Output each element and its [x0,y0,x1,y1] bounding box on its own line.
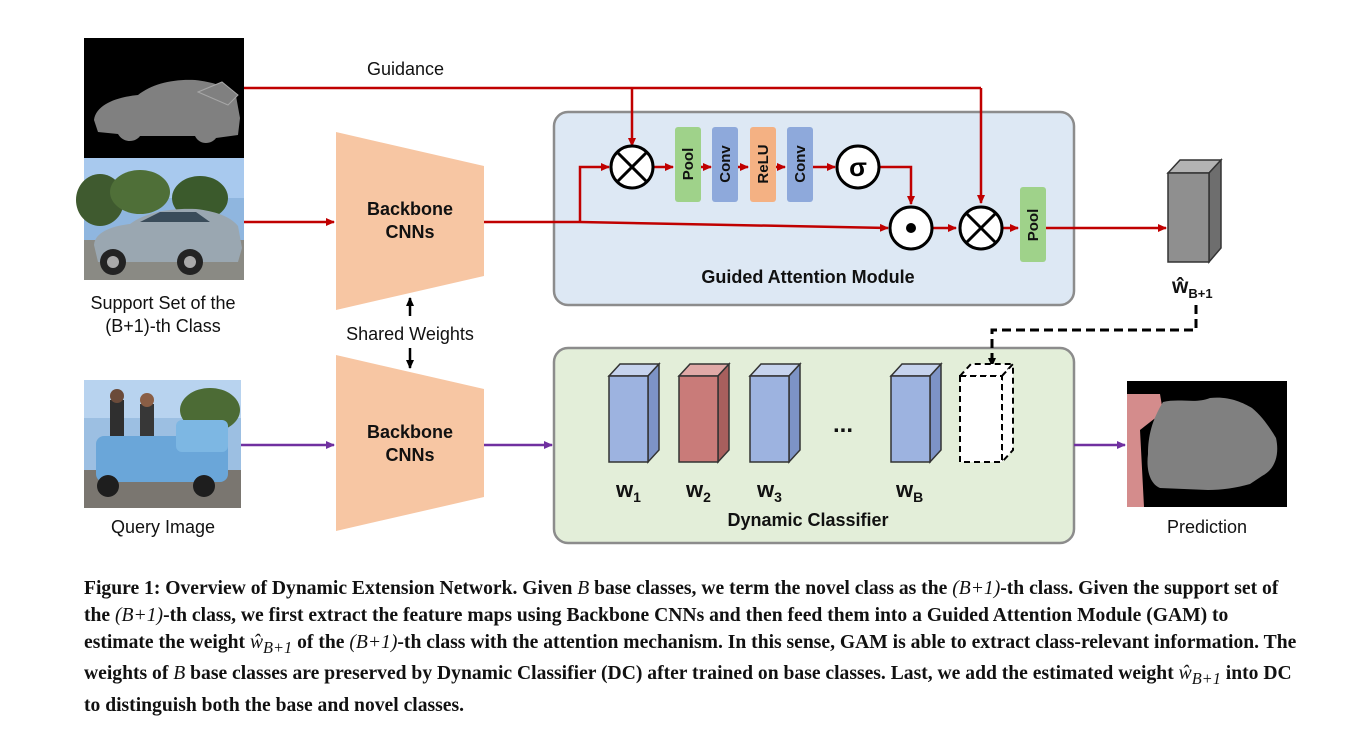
relu-block-label: ReLU [755,144,772,183]
conv-block-1 [712,127,738,202]
caption-text-run: -th class. Given the support set of the [84,578,1279,626]
sigma-operator-icon: σ [835,144,881,190]
pool-block-2-label: Pool [1025,209,1042,242]
dot-product-operator-icon [888,205,934,251]
branch-to-multiply-arrow [578,163,610,222]
conv-block-2 [787,127,813,202]
weight-label-1-sub: 1 [633,489,641,505]
weight-cuboid-3 [748,362,802,464]
caption-text-run: Overview of Dynamic Extension Network. G… [160,578,578,599]
caption-math-run: B [173,663,186,685]
backbone-query-label-line2: CNNs [385,445,434,465]
backbone-query-label-line1: Backbone [367,422,453,442]
new-weight-slot-cuboid [957,361,1016,465]
figure-caption: Figure 1: Overview of Dynamic Extension … [84,576,1299,720]
query-photo [84,380,241,508]
weight-label-b: wB [895,477,923,505]
guidance-label: Guidance [367,59,444,79]
backbone-cnn-support [336,132,484,310]
weight-label-1-base: w [615,477,634,502]
relu-block [750,127,776,202]
estimated-weight-cuboid [1166,158,1223,265]
backbone-cnn-query [336,355,484,531]
caption-subscript: B+1 [1191,669,1221,689]
weight-label-3-base: w [756,477,775,502]
dc-title: Dynamic Classifier [727,510,888,530]
weight-label-3: w3 [756,477,782,505]
backbone-support-label-line1: Backbone [367,199,453,219]
conv-block-1-label: Conv [717,145,734,183]
multiply-operator-2-icon [958,205,1004,251]
caption-math-run: (B+1) [952,578,1001,599]
caption-math-run: (B+1) [115,604,164,626]
caption-text-run: base classes are preserved by Dynamic Cl… [185,663,1179,685]
architecture-diagram: Backbone CNNs Backbone CNNs Guidance Sup… [76,38,1287,545]
backbone-support-label-line2: CNNs [385,222,434,242]
caption-math-run: ŵ [249,631,264,653]
gam-title: Guided Attention Module [701,267,914,287]
sigma-symbol: σ [849,152,867,182]
weight-label-3-sub: 3 [774,489,782,505]
weight-label-2-base: w [685,477,704,502]
multiply-operator-icon [609,144,655,190]
dc-ellipsis: ... [833,411,853,438]
caption-math-run: ŵ [1178,663,1192,685]
caption-text-run: -th class, we first extract the feature … [84,604,1229,653]
pool-block-2 [1020,187,1046,262]
caption-label: Figure 1: [84,578,161,599]
support-photo [76,158,244,280]
weight-insert-dashed-arrow [988,305,1198,367]
conv-block-2-label: Conv [792,145,809,183]
feature-to-dot-arrow [579,220,889,232]
prediction-label: Prediction [1167,517,1247,537]
weight-cuboid-b [889,362,943,464]
weight-label-2: w2 [685,477,711,505]
support-set-label-line2: (B+1)-th Class [105,316,221,336]
caption-math-run: B [577,578,590,599]
estimated-weight-subscript: B+1 [1188,286,1212,301]
caption-math-run: (B+1) [349,631,398,653]
sigma-to-dot-arrow [880,165,915,205]
caption-text-run: -th class with the attention mechanism. … [84,631,1297,685]
caption-text-run: base classes, we term the novel class as… [589,578,953,599]
caption-subscript: B+1 [263,637,293,657]
weight-cuboid-2 [677,362,731,464]
pool-block-label: Pool [680,148,697,181]
caption-body: Overview of Dynamic Extension Network. G… [84,578,1296,716]
weight-label-b-sub: B [913,489,923,505]
weight-label-1: w1 [615,477,641,505]
estimated-weight-symbol: ŵ [1171,275,1189,298]
prediction-mask-image [1127,381,1287,507]
estimated-weight-label: ŵB+1 [1171,275,1213,301]
weight-cuboid-1 [607,362,661,464]
caption-text-run: of the [292,631,350,653]
support-set-label-line1: Support Set of the [90,293,235,313]
query-image-label: Query Image [111,517,215,537]
weight-label-2-sub: 2 [703,489,711,505]
shared-weights-label: Shared Weights [346,324,474,344]
pool-block [675,127,701,202]
support-mask-image [84,38,244,158]
weight-label-b-base: w [895,477,914,502]
caption-text-run: into DC to distinguish both the base and… [84,663,1292,716]
